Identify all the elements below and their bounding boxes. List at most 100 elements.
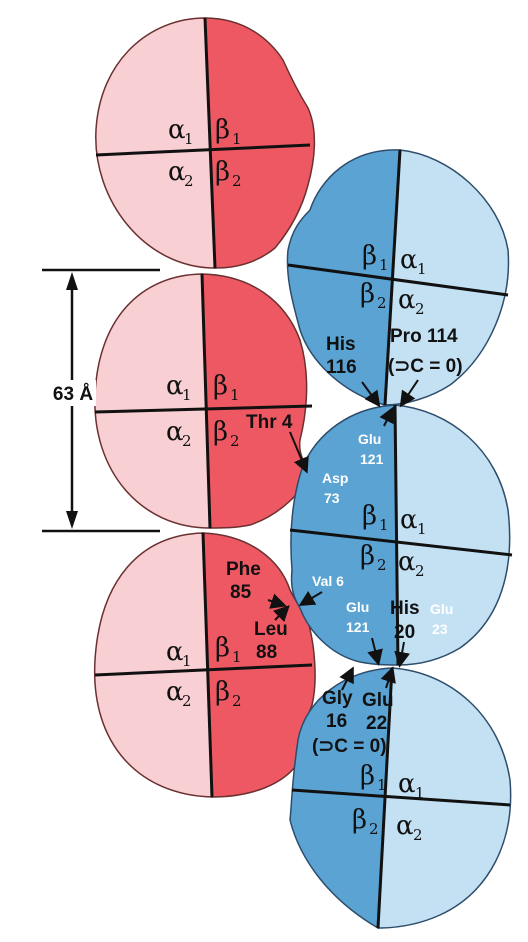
subunit-labels-blue-3: β 1 α 1 β 2 α 2 (352, 761, 425, 844)
dimension-label: 63 Å (53, 384, 93, 405)
beta-half (201, 273, 313, 529)
blue-molecule-2 (289, 404, 513, 666)
beta-half (289, 667, 393, 930)
svg-text:(⊃C = 0): (⊃C = 0) (388, 356, 463, 377)
beta-symbol: β (213, 417, 228, 447)
svg-text:2: 2 (232, 172, 242, 190)
residue-his20: His (390, 598, 420, 619)
arrow-his116 (361, 381, 381, 408)
svg-text:2: 2 (415, 300, 425, 318)
alpha-symbol: α (166, 417, 184, 447)
svg-text:(⊃C = 0): (⊃C = 0) (312, 736, 387, 757)
alpha-symbol: α (168, 115, 186, 145)
red-molecule-1 (95, 17, 316, 269)
svg-text:1: 1 (184, 130, 194, 148)
alpha-half (377, 667, 512, 929)
svg-text:2: 2 (369, 820, 379, 838)
svg-text:1: 1 (182, 386, 192, 404)
beta-symbol: β (360, 541, 375, 571)
beta-symbol: β (360, 279, 375, 309)
svg-text:88: 88 (256, 642, 277, 663)
arrow-his20 (394, 641, 411, 668)
residue-leu88: Leu (254, 619, 288, 640)
red-molecule-2 (94, 273, 313, 529)
alpha-symbol: α (398, 769, 416, 799)
red-molecule-3 (93, 532, 316, 798)
svg-text:121: 121 (346, 619, 370, 635)
svg-text:16: 16 (326, 711, 347, 732)
alpha-half (93, 532, 213, 798)
svg-text:2: 2 (182, 432, 192, 450)
subunit-labels-blue-1: β 1 α 1 β 2 α 2 (360, 241, 427, 318)
alpha-half (384, 149, 510, 406)
blue-molecule-1 (286, 149, 510, 406)
beta-symbol: β (215, 115, 230, 145)
beta-symbol: β (362, 241, 377, 271)
svg-text:85: 85 (230, 582, 252, 603)
arrow-phe85 (267, 593, 287, 609)
alpha-symbol: α (166, 677, 184, 707)
subunit-labels-red-2: α 1 β 1 α 2 β 2 (166, 371, 240, 450)
residue-glu22: Glu (362, 690, 394, 711)
svg-text:2: 2 (415, 562, 425, 580)
arrow-gly16 (339, 666, 354, 691)
svg-text:1: 1 (415, 784, 425, 802)
residue-pro114: Pro 114 (390, 326, 458, 347)
beta-symbol: β (352, 805, 367, 835)
svg-text:1: 1 (379, 516, 389, 534)
residue-glu23: Glu (430, 601, 453, 617)
alpha-symbol: α (398, 285, 416, 315)
subunit-labels-blue-2: β 1 α 1 β 2 α 2 (360, 501, 427, 580)
residue-his116: His (326, 334, 356, 355)
beta-symbol: β (215, 677, 230, 707)
alpha-symbol: α (398, 547, 416, 577)
arrow-glu22 (380, 666, 396, 689)
beta-symbol: β (215, 157, 230, 187)
residue-thr4: Thr 4 (246, 412, 293, 433)
svg-text:1: 1 (232, 648, 242, 666)
svg-text:2: 2 (232, 692, 242, 710)
alpha-symbol: α (396, 811, 414, 841)
arrow-val6 (298, 590, 323, 607)
residue-gly16: Gly (322, 688, 353, 709)
svg-text:1: 1 (230, 386, 240, 404)
arrow-glu121-mid (367, 637, 383, 666)
svg-text:22: 22 (366, 713, 387, 734)
alpha-symbol: α (166, 371, 184, 401)
residue-val6: Val 6 (312, 573, 344, 589)
alpha-half (94, 273, 211, 529)
beta-symbol: β (213, 371, 228, 401)
arrow-thr4-asp73 (289, 431, 309, 474)
residue-glu121-mid: Glu (346, 599, 369, 615)
beta-symbol: β (362, 501, 377, 531)
alpha-symbol: α (168, 157, 186, 187)
residue-glu121-top: Glu (358, 431, 381, 447)
beta-half (204, 17, 316, 269)
svg-text:1: 1 (417, 260, 427, 278)
svg-text:2: 2 (377, 556, 387, 574)
svg-text:1: 1 (417, 520, 427, 538)
svg-text:2: 2 (413, 826, 423, 844)
beta-symbol: β (215, 633, 230, 663)
alpha-symbol: α (166, 637, 184, 667)
alpha-half (394, 404, 511, 666)
residue-asp73: Asp (322, 470, 348, 486)
beta-symbol: β (360, 761, 375, 791)
residue-phe85: Phe (226, 559, 261, 580)
interaction-arrows (267, 379, 419, 691)
subunit-labels-red-1: α 1 β 1 α 2 β 2 (168, 115, 242, 190)
svg-text:1: 1 (232, 130, 242, 148)
svg-text:1: 1 (182, 652, 192, 670)
beta-half (202, 532, 316, 798)
arrow-leu88 (272, 605, 290, 623)
arrow-glu121-top (379, 406, 394, 427)
svg-text:2: 2 (230, 432, 240, 450)
beta-half (286, 149, 401, 406)
svg-text:1: 1 (379, 256, 389, 274)
svg-text:121: 121 (360, 451, 384, 467)
svg-text:116: 116 (326, 357, 357, 378)
blue-molecule-3 (289, 667, 512, 930)
arrow-pro114 (399, 379, 419, 408)
alpha-symbol: α (400, 245, 418, 275)
alpha-symbol: α (400, 505, 418, 535)
